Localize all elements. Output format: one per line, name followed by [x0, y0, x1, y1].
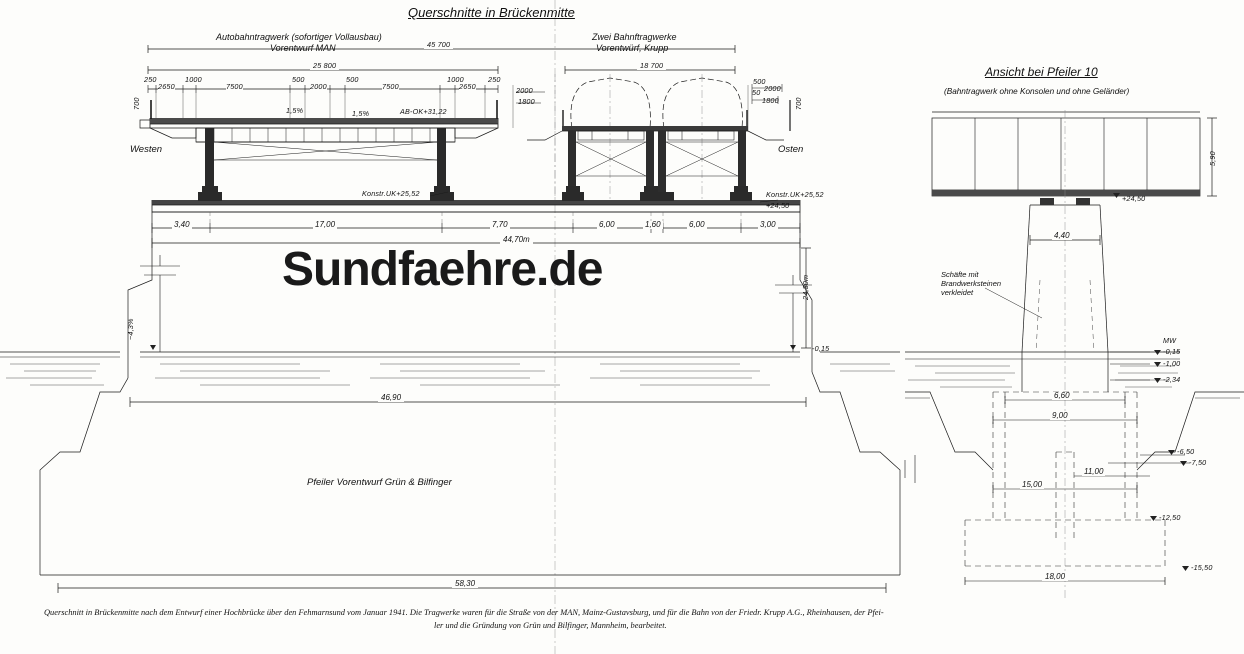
dim-base-width: 46,90	[378, 393, 405, 403]
dim-road-7: 7500	[382, 82, 399, 91]
level-ab-ok: AB-OK+31,22	[400, 107, 447, 116]
pier-designer-note: Pfeiler Vorentwurf Grün & Bilfinger	[307, 477, 452, 488]
slope-left-label: 1,5%	[286, 106, 304, 115]
level-r-6: -15,50	[1191, 563, 1213, 572]
shaft-note-line1: Schäfte mit	[941, 270, 979, 279]
dim-edge-height-left: 700	[132, 97, 141, 110]
level-r-4: -7,50	[1189, 458, 1207, 467]
dim-pier-1: 17,00	[313, 220, 338, 230]
dim-25800: 25 800	[310, 62, 340, 70]
level-plus-2450-right: +24,50	[1122, 194, 1146, 203]
shaft-note-line2: Brandwerksteinen	[941, 279, 1002, 288]
orientation-west: Westen	[130, 144, 163, 155]
level-water-left: -0,15	[812, 344, 830, 353]
road-heading-line2: Vorentwurf MAN	[270, 43, 336, 53]
dim-found-4: 18,00	[1042, 572, 1069, 582]
level-r-2: -2,34	[1163, 375, 1181, 384]
dim-pier-0: 3,40	[172, 220, 192, 230]
dim-18700: 18 700	[637, 62, 667, 70]
level-r-1: -1,00	[1163, 359, 1181, 368]
level-r-0: -0,15	[1163, 347, 1181, 356]
dim-pier-2: 7,70	[490, 220, 510, 230]
dim-edge-height-right: 700	[794, 97, 803, 110]
level-r-3: -6,50	[1177, 447, 1195, 456]
dim-road-9: 2650	[459, 82, 476, 91]
dim-found-3: 15,00	[1020, 480, 1045, 490]
dim-road-5: 2000	[310, 82, 327, 91]
dim-rail-right-500: 500	[753, 77, 766, 86]
level-plus-2450-left-panel: +24,50	[766, 201, 790, 210]
road-heading-line1: Autobahntragwerk (sofortiger Vollausbau)	[216, 32, 382, 42]
caption-line-2: ler und die Gründung von Grün und Bilfin…	[434, 621, 667, 630]
orientation-east: Osten	[778, 144, 804, 155]
right-panel-title: Ansicht bei Pfeiler 10	[985, 65, 1098, 79]
rail-heading-line2: Vorentwürf, Krupp	[596, 43, 669, 53]
dim-pier-5: 6,00	[687, 220, 707, 230]
dim-pier-width-top: 4,40	[1052, 231, 1072, 241]
watermark: Sundfaehre.de	[282, 243, 603, 296]
level-konstr-uk-right: Konstr.UK+25,52	[766, 190, 824, 199]
dim-road-10: 250	[488, 75, 501, 84]
right-panel-subtitle: (Bahntragwerk ohne Konsolen und ohne Gel…	[944, 87, 1130, 96]
slope-embankment: ~4,3%	[126, 318, 135, 340]
dim-road-1: 2650	[158, 82, 175, 91]
level-r-5: -12,50	[1159, 513, 1181, 522]
dim-pier-4: 1,60	[643, 220, 663, 230]
dim-found-2: 11,00	[1082, 467, 1106, 477]
dim-pier-3: 6,00	[597, 220, 617, 230]
dim-rail-left-2000: 2000	[516, 86, 533, 95]
dim-found-0: 6,60	[1052, 391, 1072, 401]
caption-line-1: Querschnitt in Brückenmitte nach dem Ent…	[44, 608, 884, 617]
dim-height-2430: 24,30m	[801, 274, 810, 300]
dim-found-1: 9,00	[1050, 411, 1070, 421]
dim-45700: 45 700	[424, 41, 454, 49]
dim-road-3: 7500	[226, 82, 243, 91]
shaft-note-line3: verkleidet	[941, 288, 974, 297]
dim-road-0: 250	[144, 75, 157, 84]
slope-right-label: 1,5%	[352, 109, 370, 118]
dim-rail-right-1800: 1800	[762, 96, 779, 105]
dim-road-8: 1000	[447, 75, 464, 84]
dim-rail-right-2000: 2000	[764, 84, 781, 93]
rail-heading-line1: Zwei Bahnftragwerke	[592, 32, 677, 42]
sheet-title: Querschnitte in Brückenmitte	[408, 5, 575, 20]
dim-pier-6: 3,00	[758, 220, 778, 230]
dim-girder-height: 5,90	[1208, 151, 1217, 166]
dim-total-width: 44,70m	[500, 235, 533, 245]
level-konstr-uk-left: Konstr.UK+25,52	[362, 189, 420, 198]
water-label-mw: MW	[1163, 336, 1177, 345]
dim-road-4: 500	[292, 75, 305, 84]
dim-rail-right-50: 50	[752, 88, 761, 97]
dim-foundation-width: 58,30	[452, 579, 479, 589]
dim-road-6: 500	[346, 75, 359, 84]
dim-rail-left-1800: 1800	[518, 97, 535, 106]
dim-road-2: 1000	[185, 75, 202, 84]
